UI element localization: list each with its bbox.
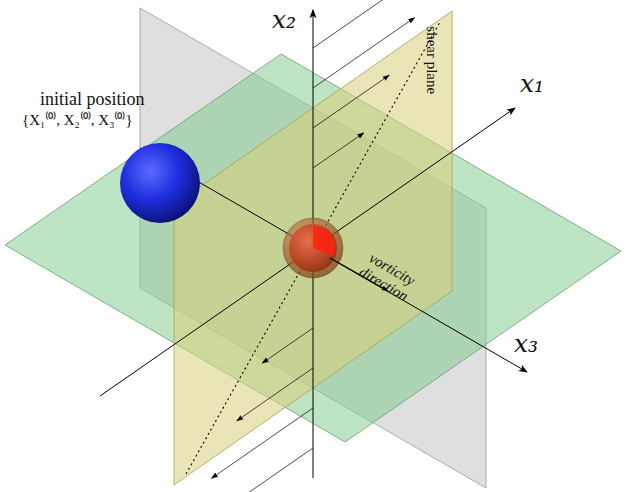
- velocity-arrow: [262, 328, 313, 363]
- velocity-arrow: [313, 133, 364, 168]
- velocity-arrow: [237, 368, 313, 421]
- particle-shell: [283, 218, 343, 278]
- velocity-profile: [186, 22, 440, 474]
- plane-label: shear plane: [424, 26, 441, 94]
- grey-plane: [140, 8, 486, 488]
- particle-core-cut: [313, 226, 336, 256]
- velocity-arrow: [186, 448, 313, 492]
- coordinate-label: {X₁⁽⁰⁾, X₂⁽⁰⁾, X₃⁽⁰⁾}: [22, 112, 133, 129]
- velocity-arrow: [211, 408, 313, 478]
- shear-arrows: [186, 0, 440, 492]
- axis-label: x₂: [272, 6, 296, 34]
- velocity-arrow: [313, 0, 440, 48]
- velocity-arrow: [313, 18, 415, 88]
- shear-plane: [174, 11, 452, 485]
- initial-sphere: [120, 143, 200, 223]
- position-label: initial position: [40, 90, 145, 110]
- x1-axis: [100, 108, 515, 396]
- axis-label: x₁: [520, 70, 544, 98]
- axis-label: x₃: [514, 330, 538, 358]
- velocity-arrow: [313, 75, 389, 128]
